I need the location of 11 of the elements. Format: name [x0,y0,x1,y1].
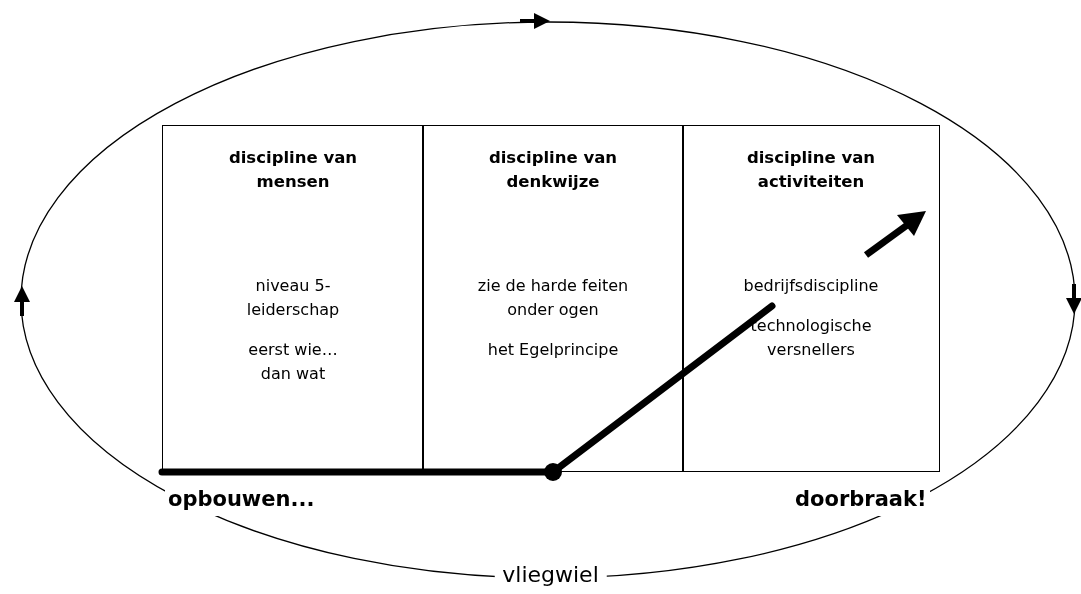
column-heading: discipline van mensen [227,147,359,193]
discipline-column [162,125,424,472]
column-text: het Egelprincipe [486,339,620,361]
discipline-column [682,125,940,472]
column-text: bedrijfsdiscipline [742,275,880,297]
column-heading: discipline van denkwijze [487,147,619,193]
column-text: technologische versnellers [749,315,873,361]
column-text: eerst wie… dan wat [247,339,339,385]
column-text: zie de harde feiten onder ogen [476,275,630,321]
column-text: niveau 5- leiderschap [245,275,341,321]
column-heading: discipline van activiteiten [745,147,877,193]
